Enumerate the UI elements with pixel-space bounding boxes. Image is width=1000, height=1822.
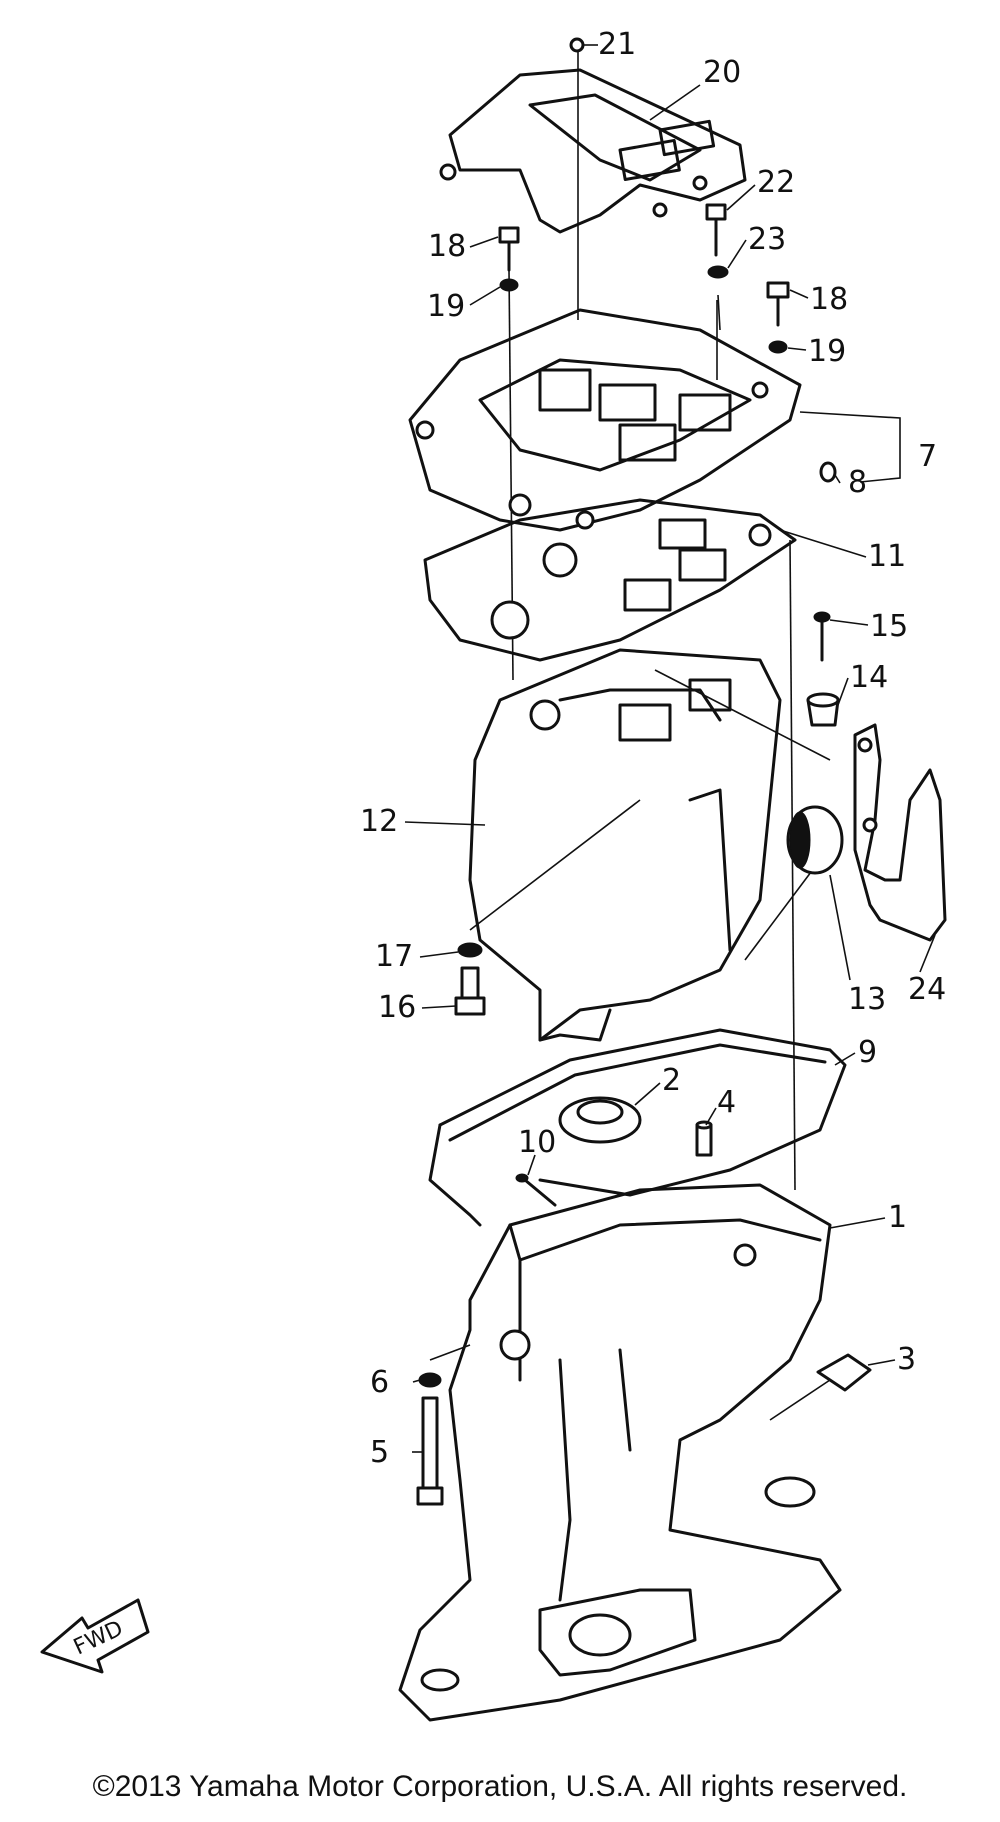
copyright-text: ©2013 Yamaha Motor Corporation, U.S.A. A… [92, 1770, 908, 1803]
callout-17: 17 [375, 939, 414, 974]
callout-11: 11 [868, 539, 907, 574]
callout-6: 6 [370, 1365, 390, 1400]
callout-15: 15 [870, 609, 909, 644]
callout-19-left: 19 [427, 289, 466, 324]
callout-7: 7 [918, 439, 938, 474]
part-18-bolt-right [766, 281, 790, 327]
part-18-bolt-left [498, 226, 520, 272]
callout-9: 9 [858, 1035, 878, 1070]
part-22-bolt [705, 203, 727, 257]
callout-21: 21 [598, 27, 637, 62]
callout-19-right: 19 [808, 334, 847, 369]
part-24-bracket [853, 723, 947, 942]
part-8-dowel [819, 461, 837, 483]
part-12-exhaust-guide [468, 648, 782, 1042]
callout-16: 16 [378, 990, 417, 1025]
callout-23: 23 [748, 222, 787, 257]
part-7-upper-block [408, 308, 802, 532]
callout-1: 1 [888, 1200, 908, 1235]
part-19-washer-left [499, 278, 519, 292]
part-9-seal [428, 1028, 847, 1227]
callout-4: 4 [717, 1085, 737, 1120]
part-2-seal-ring [558, 1096, 642, 1144]
part-10-screw [515, 1173, 557, 1207]
part-21-dowel [569, 37, 585, 53]
callout-2: 2 [662, 1063, 682, 1098]
part-23-washer [707, 265, 729, 279]
part-5-bolt [416, 1396, 444, 1506]
part-3-cover [816, 1353, 872, 1392]
part-11-gasket [423, 498, 797, 662]
callout-8: 8 [848, 465, 868, 500]
part-14-grommet [806, 692, 840, 727]
callout-18-left: 18 [428, 229, 467, 264]
part-1-upper-casing [398, 1183, 842, 1722]
part-15-bolt [813, 611, 831, 662]
callout-3: 3 [897, 1342, 917, 1377]
callout-14: 14 [850, 660, 889, 695]
callout-13: 13 [848, 982, 887, 1017]
part-20-top-plate [439, 68, 747, 234]
part-19-washer-right [768, 340, 788, 354]
callout-10: 10 [518, 1125, 557, 1160]
callout-20: 20 [703, 55, 742, 90]
part-13-cap [786, 805, 844, 875]
callout-18-right: 18 [810, 282, 849, 317]
callout-5: 5 [370, 1435, 390, 1470]
part-17-washer [457, 942, 483, 958]
callout-24: 24 [908, 972, 947, 1007]
callout-12: 12 [360, 804, 399, 839]
callout-22: 22 [757, 165, 796, 200]
